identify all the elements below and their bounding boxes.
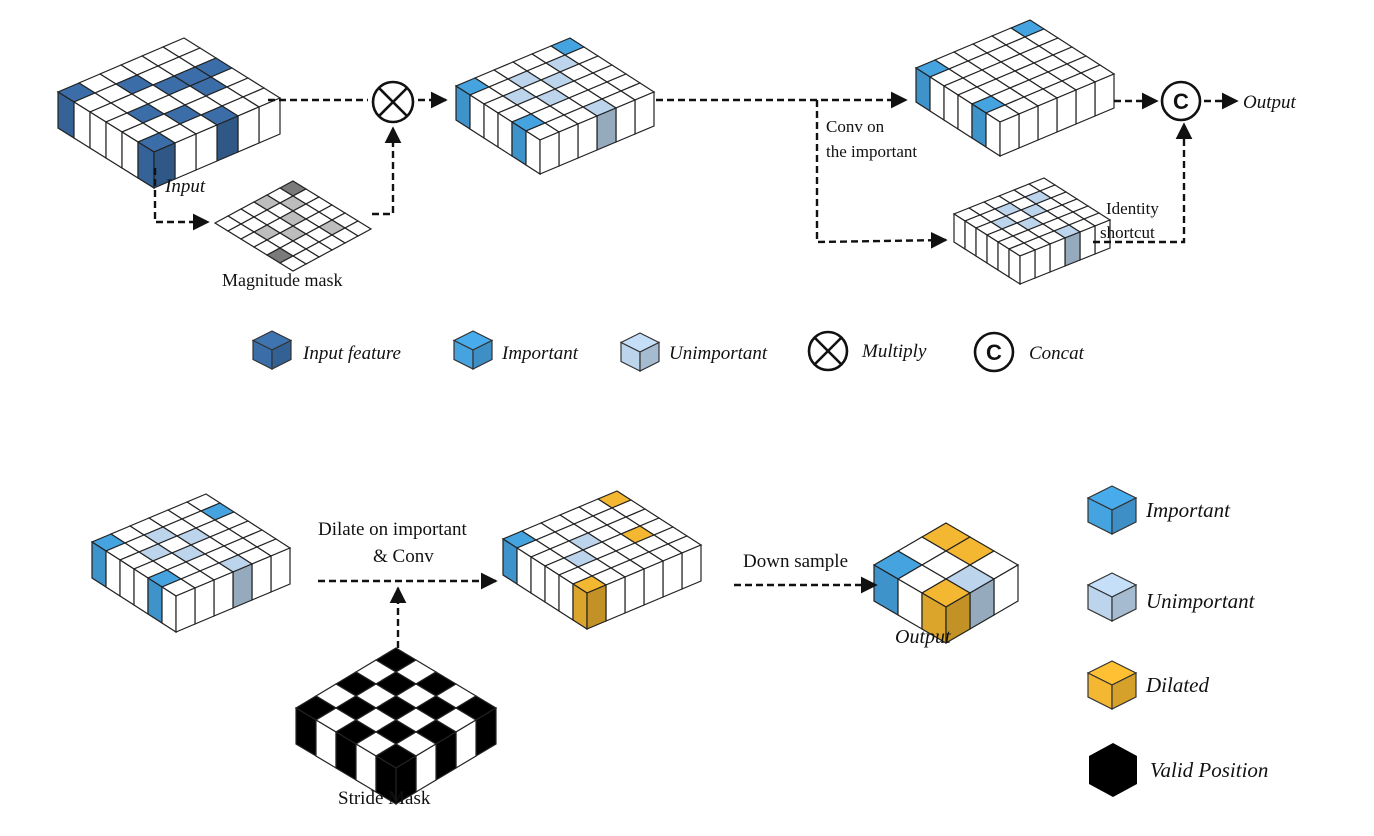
legend-concat-icon: C bbox=[973, 331, 1015, 373]
multiply-icon bbox=[371, 80, 415, 124]
arrow-branch-to-identity bbox=[815, 100, 948, 249]
grid-side-cell bbox=[624, 568, 645, 614]
conv-label-line2: the important bbox=[826, 142, 917, 161]
grid-side-cell bbox=[175, 587, 196, 633]
identity-grid bbox=[952, 177, 1112, 286]
grid-side-cell bbox=[1034, 243, 1051, 279]
grid-side-cell bbox=[975, 226, 988, 265]
grid-side-cell bbox=[1075, 81, 1096, 125]
grid-side-cell bbox=[596, 107, 617, 151]
grid-side-cell bbox=[615, 99, 636, 143]
identity-label-line2: shortcut bbox=[1100, 223, 1155, 242]
grid-side-cell bbox=[945, 591, 971, 645]
grid-side-cell bbox=[634, 91, 655, 135]
masked-feature-grid bbox=[454, 37, 656, 176]
grid-side-cell bbox=[586, 584, 607, 630]
svg-text:C: C bbox=[1173, 89, 1189, 114]
legend-important-icon bbox=[452, 330, 494, 370]
arrow-mask-to-multiply bbox=[372, 126, 402, 216]
legend-multiply-icon bbox=[807, 330, 849, 372]
svg-text:C: C bbox=[986, 340, 1002, 365]
legend-unimportant-label: Unimportant bbox=[669, 343, 768, 364]
grid-side-cell bbox=[1079, 225, 1096, 261]
concat-icon: C bbox=[1160, 80, 1202, 122]
output-label-top: Output bbox=[1243, 92, 1297, 113]
legend-concat-label: Concat bbox=[1029, 343, 1085, 364]
grid-side-cell bbox=[1049, 237, 1066, 273]
grid-side-cell bbox=[986, 233, 999, 272]
top-legend: Input feature Important Unimportant Mult… bbox=[251, 330, 1085, 373]
dilate-label-line2: & Conv bbox=[373, 546, 434, 567]
legend-b-valid-position-icon bbox=[1089, 743, 1137, 797]
identity-label-line1: Identity bbox=[1106, 199, 1159, 218]
grid-side-cell bbox=[953, 212, 966, 251]
grid-side-cell bbox=[662, 552, 683, 598]
input-grid bbox=[56, 37, 282, 190]
grid-side-cell bbox=[194, 579, 215, 625]
grid-side-cell bbox=[1008, 247, 1021, 286]
grid-side-cell bbox=[213, 571, 234, 617]
dilate-label-line1: Dilate on important bbox=[318, 519, 468, 540]
magnitude-mask-grid bbox=[213, 180, 373, 272]
grid-side-cell bbox=[1094, 73, 1115, 117]
legend-b-important-label: Important bbox=[1145, 498, 1231, 522]
conv-label-line1: Conv on bbox=[826, 117, 885, 136]
bottom-input-grid bbox=[90, 493, 292, 634]
legend-input-feature-label: Input feature bbox=[302, 343, 401, 364]
legend-multiply-label: Multiply bbox=[861, 341, 927, 362]
legend-b-unimportant-icon bbox=[1086, 572, 1138, 622]
grid-side-cell bbox=[997, 240, 1010, 279]
downsample-label: Down sample bbox=[743, 551, 848, 572]
grid-side-cell bbox=[681, 544, 702, 590]
legend-input-feature-icon bbox=[251, 330, 293, 370]
grid-side-cell bbox=[605, 576, 626, 622]
grid-side-cell bbox=[232, 563, 253, 609]
bottom-output-grid bbox=[872, 522, 1020, 645]
grid-side-cell bbox=[1019, 249, 1036, 285]
grid-side-cell bbox=[964, 219, 977, 258]
grid-side-cell bbox=[577, 115, 598, 159]
stride-mask-label: Stride Mask bbox=[338, 788, 431, 809]
grid-side-cell bbox=[1056, 89, 1077, 133]
grid-side-cell bbox=[999, 113, 1020, 157]
grid-side-cell bbox=[558, 123, 579, 167]
legend-important-label: Important bbox=[501, 343, 579, 364]
grid-side-cell bbox=[153, 142, 176, 189]
legend-b-dilated-label: Dilated bbox=[1145, 673, 1209, 697]
arrow-input-to-mask bbox=[153, 168, 210, 231]
bottom-dilated-grid bbox=[501, 490, 703, 631]
grid-side-cell bbox=[539, 131, 560, 175]
arrow-identity-to-concat bbox=[1093, 122, 1193, 244]
grid-side-cell bbox=[270, 547, 291, 593]
grid-side-cell bbox=[1018, 105, 1039, 149]
input-label: Input bbox=[164, 176, 206, 197]
grid-side-cell bbox=[643, 560, 664, 606]
legend-b-valid-position-label: Valid Position bbox=[1150, 758, 1268, 782]
legend-unimportant-icon bbox=[619, 332, 661, 372]
grid-side-cell bbox=[395, 754, 417, 806]
legend-b-dilated-icon bbox=[1086, 660, 1138, 710]
grid-side-cell bbox=[1064, 231, 1081, 267]
grid-side-cell bbox=[1037, 97, 1058, 141]
grid-cell bbox=[278, 255, 308, 272]
magnitude-mask-label: Magnitude mask bbox=[222, 270, 342, 290]
stride-mask-grid bbox=[294, 647, 498, 806]
bottom-legend: Important Unimportant Dilated Valid Posi… bbox=[1086, 485, 1268, 797]
conv-output-grid bbox=[914, 19, 1116, 158]
legend-b-unimportant-label: Unimportant bbox=[1146, 589, 1256, 613]
legend-b-important-icon bbox=[1086, 485, 1138, 535]
grid-side-cell bbox=[251, 555, 272, 601]
output-label-bottom: Output bbox=[895, 626, 951, 648]
